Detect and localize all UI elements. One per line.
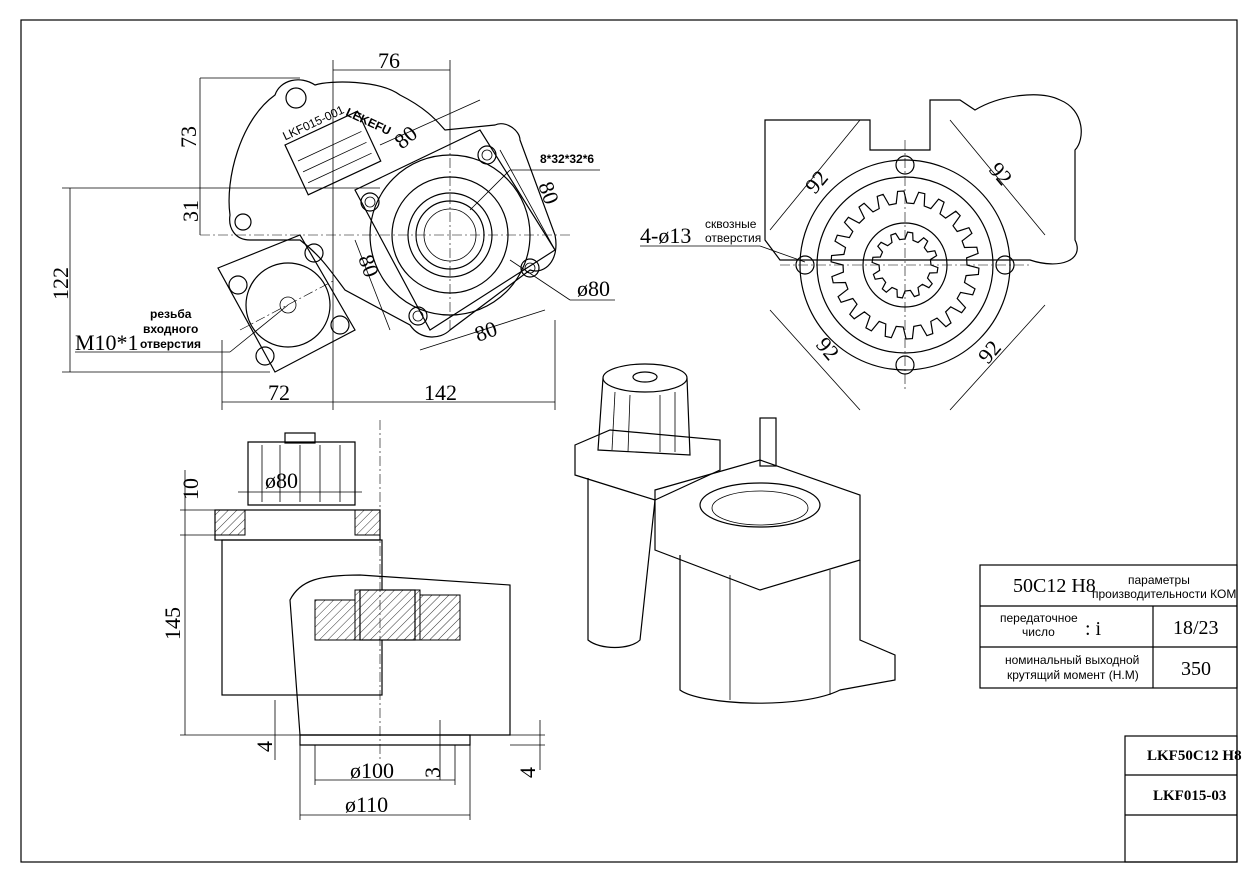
dim-4-right: 4 (515, 767, 540, 778)
dim-145: 145 (160, 607, 185, 640)
isometric-view (574, 363, 896, 704)
parameters-table: 50C12 H8 параметры производительности КО… (979, 564, 1238, 689)
plate-model-label: LKF015-001 (280, 103, 346, 144)
output-flange-view: 92 92 92 92 4-ø13 сквозные отверстия (640, 94, 1082, 411)
section-view: 10 ø80 145 4 ø100 3 4 ø110 (160, 420, 545, 820)
thread-label-2: входного (143, 322, 198, 336)
dim-80-a: 80 (389, 121, 422, 154)
table-model: 50C12 H8 (1013, 575, 1096, 597)
dim-72: 72 (268, 380, 290, 405)
dim-142: 142 (424, 380, 457, 405)
dim-phi110: ø110 (345, 792, 388, 817)
input-flange (217, 234, 356, 373)
thread-spec: M10*1 (75, 330, 139, 355)
thread-label-3: отверстия (140, 337, 201, 351)
dim-3: 3 (420, 767, 445, 778)
dim-80-d: 80 (471, 316, 500, 347)
dim-80-b: 80 (533, 178, 564, 207)
dim-10: 10 (178, 478, 203, 500)
dim-76: 76 (378, 48, 400, 73)
holes-label-1: сквозные (705, 217, 757, 231)
table-title-2: производительности КОМ (1092, 587, 1236, 601)
torque-label-1: номинальный выходной (1005, 653, 1139, 667)
brand-label: LEKEFU (344, 105, 393, 138)
dim-92-bl: 92 (811, 332, 844, 365)
dim-4-left: 4 (252, 741, 277, 752)
drawing-name: LKF50C12 H8 (1147, 748, 1242, 764)
ratio-symbol: : i (1085, 618, 1102, 640)
dim-phi80: ø80 (577, 276, 610, 301)
ratio-value: 18/23 (1173, 617, 1219, 639)
dim-phi80-section: ø80 (265, 468, 298, 493)
ratio-label-2: число (1022, 625, 1055, 639)
dim-phi100: ø100 (350, 758, 394, 783)
spline-spec: 8*32*32*6 (540, 152, 594, 166)
dim-122: 122 (48, 267, 73, 300)
dim-31: 31 (178, 200, 203, 222)
dim-73: 73 (176, 126, 201, 148)
section-dimensions: 10 ø80 145 4 ø100 3 4 ø110 (160, 468, 545, 820)
dim-80-c: 80 (353, 251, 384, 280)
holes-spec: 4-ø13 (640, 223, 691, 248)
torque-label-2: крутящий момент (Н.М) (1007, 668, 1139, 682)
drawing-code: LKF015-03 (1153, 788, 1226, 804)
torque-value: 350 (1181, 658, 1211, 680)
table-title-1: параметры (1128, 573, 1190, 587)
holes-label-2: отверстия (705, 231, 761, 245)
thread-label-1: резьба (150, 307, 192, 321)
dim-92-tr: 92 (984, 157, 1017, 190)
front-view: LEKEFU LKF015-001 76 (48, 48, 615, 410)
title-block: LKF50C12 H8 LKF015-03 (1124, 735, 1242, 863)
ratio-label-1: передаточное (1000, 611, 1078, 625)
drawing-border (20, 19, 1238, 863)
